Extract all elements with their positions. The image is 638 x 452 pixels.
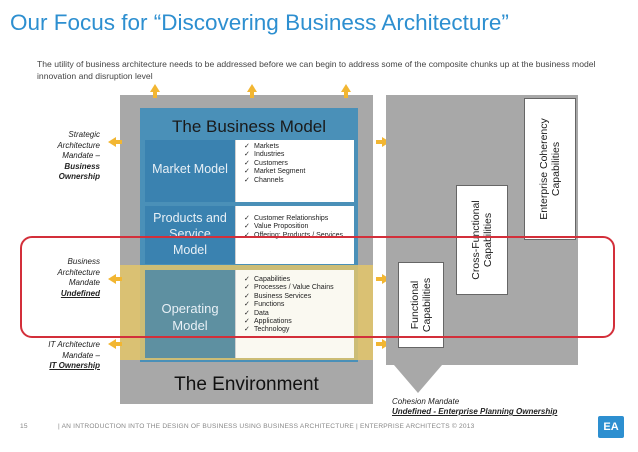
- arrow-left-icon: [108, 137, 122, 147]
- arrow-right-icon: [376, 274, 390, 284]
- footer-text: | AN INTRODUCTION INTO THE DESIGN OF BUS…: [58, 423, 475, 430]
- slide-title: Our Focus for “Discovering Business Arch…: [10, 10, 509, 35]
- bullet-item: Processes / Value Chains: [244, 284, 354, 293]
- operating-model-block: Operating Model: [145, 270, 235, 358]
- enterprise-capabilities-box: Enterprise Coherency Capabilities: [524, 98, 576, 240]
- arrow-left-icon: [108, 339, 122, 349]
- bullet-item: Capabilities: [244, 276, 354, 285]
- business-architecture-highlight: [20, 236, 615, 338]
- it-mandate-label: IT Architecture Mandate – IT Ownership: [48, 340, 100, 370]
- arrow-up-icon: [247, 84, 257, 98]
- slide-subtitle: The utility of business architecture nee…: [37, 59, 596, 81]
- bullet-item: Applications: [244, 318, 354, 327]
- operating-model-bullets: Capabilities Processes / Value Chains Bu…: [235, 270, 354, 358]
- functional-capabilities-box: Functional Capabilities: [398, 262, 444, 348]
- bullet-item: Customers: [244, 160, 354, 169]
- bullet-item: Functions: [244, 301, 354, 310]
- page-number: 15: [20, 423, 28, 430]
- market-model-block: Market Model: [145, 140, 235, 202]
- products-model-block: Products and Service Model: [145, 206, 235, 264]
- arrow-right-icon: [376, 137, 390, 147]
- arrow-up-icon: [341, 84, 351, 98]
- cohesion-mandate-label: Cohesion Mandate Undefined - Enterprise …: [392, 397, 558, 416]
- bullet-item: Business Services: [244, 293, 354, 302]
- bullet-item: Markets: [244, 143, 354, 152]
- bullet-item: Value Proposition: [244, 223, 354, 232]
- arrow-left-icon: [108, 274, 122, 284]
- arrow-up-icon: [150, 84, 160, 98]
- market-model-bullets: Markets Industries Customers Market Segm…: [235, 140, 354, 202]
- business-mandate-label: Business Architecture Mandate Undefined: [57, 257, 100, 298]
- bullet-item: Data: [244, 310, 354, 319]
- bullet-item: Channels: [244, 177, 354, 186]
- strategic-mandate-label: Strategic Architecture Mandate – Busines…: [57, 130, 100, 181]
- arrow-right-icon: [376, 339, 390, 349]
- bullet-item: Technology: [244, 326, 354, 335]
- bullet-item: Market Segment: [244, 168, 354, 177]
- bullet-item: Customer Relationships: [244, 215, 354, 224]
- products-model-bullets: Customer Relationships Value Proposition…: [235, 206, 354, 264]
- environment-title: The Environment: [174, 374, 319, 395]
- ea-logo: EA: [598, 416, 624, 438]
- bullet-item: Industries: [244, 151, 354, 160]
- business-model-title: The Business Model: [171, 117, 327, 136]
- environment-arrows: [108, 84, 390, 349]
- cross-functional-capabilities-box: Cross-Functional Capabilities: [456, 185, 508, 295]
